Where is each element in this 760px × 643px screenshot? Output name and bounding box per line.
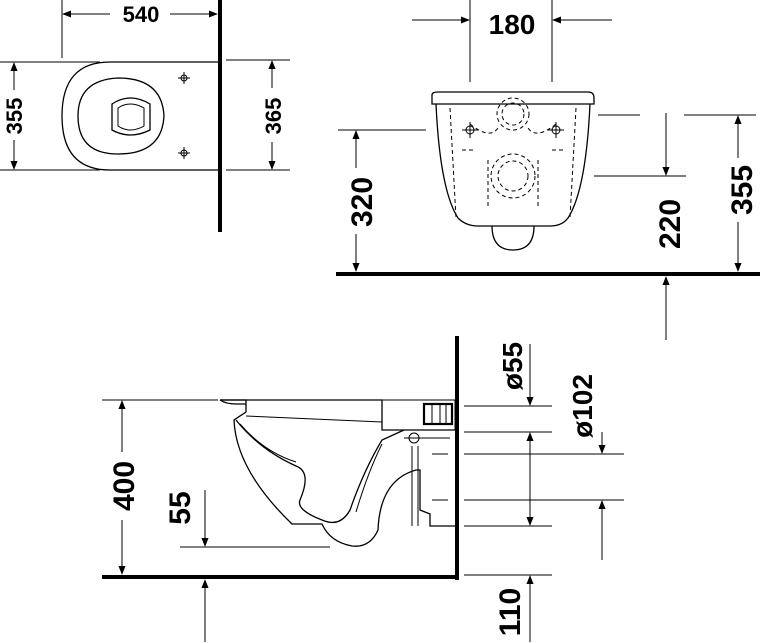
dim-220-label: 220 xyxy=(654,199,687,249)
side-view-seat xyxy=(245,399,456,430)
front-view-hidden-lines xyxy=(449,97,577,219)
dim-d102-label: ø102 xyxy=(567,374,598,438)
front-view-fixing-left xyxy=(462,122,478,138)
top-view: 540 355 365 xyxy=(0,0,290,232)
side-view-floor xyxy=(102,575,459,579)
front-view-fixing-right xyxy=(548,122,564,138)
side-view-rim xyxy=(219,399,455,431)
top-view-bowl-outline xyxy=(61,61,218,171)
dim-365-label: 365 xyxy=(261,98,286,135)
top-view-drain xyxy=(111,97,151,136)
top-view-bowl-inner xyxy=(77,77,165,155)
side-view: 400 55 ø55 ø102 110 xyxy=(102,336,624,642)
dim-400-label: 400 xyxy=(108,461,141,511)
dim-110-label: 110 xyxy=(494,588,527,636)
top-view-fixing-hole-bottom xyxy=(178,147,190,159)
front-view-outlet xyxy=(491,225,535,251)
front-view-bowl-body xyxy=(435,103,591,227)
side-view-trap xyxy=(235,419,405,524)
side-view-outlet-fitting xyxy=(411,446,448,526)
dim-320-label: 320 xyxy=(346,177,379,227)
front-view-floor xyxy=(336,272,760,276)
front-view-bowl-top xyxy=(431,91,595,105)
top-view-fixing-hole-top xyxy=(178,72,190,84)
front-view: 180 320 220 355 xyxy=(336,0,760,340)
top-view-wall xyxy=(218,0,222,232)
dim-540-label: 540 xyxy=(123,2,160,27)
dim-180-label: 180 xyxy=(489,9,536,40)
side-view-inlet-fitting xyxy=(404,402,454,444)
side-view-wall xyxy=(455,336,459,580)
dim-355-left-label: 355 xyxy=(2,98,27,135)
dim-d55-label: ø55 xyxy=(497,342,528,390)
side-view-bowl xyxy=(220,399,455,547)
dim-355-right-label: 355 xyxy=(726,165,759,215)
dim-55-label: 55 xyxy=(164,491,197,524)
